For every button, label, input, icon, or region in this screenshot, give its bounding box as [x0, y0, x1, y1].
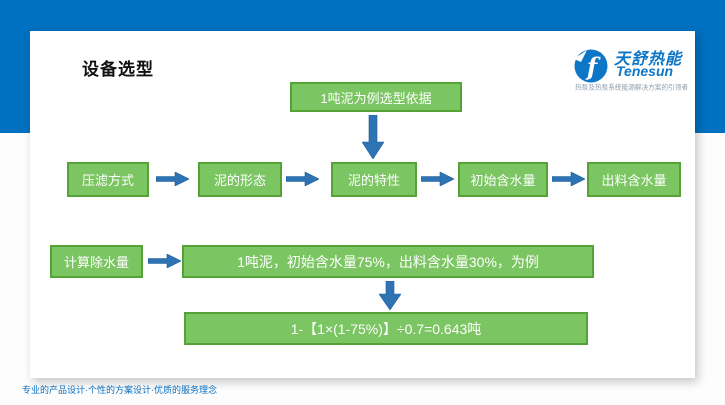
- company-logo: f 天舒热能 Tenesun 热泵及热泵系统能源解决方案的引领者: [573, 45, 697, 92]
- logo-name-en: Tenesun: [616, 63, 674, 79]
- flow-box-initial-moisture: 初始含水量: [458, 162, 548, 197]
- flow-box-calc-label: 计算除水量: [50, 245, 143, 278]
- page-title: 设备选型: [82, 60, 154, 79]
- flow-box-press-method: 压滤方式: [67, 162, 149, 197]
- flow-box-example: 1吨泥，初始含水量75%，出料含水量30%，为例: [182, 245, 594, 278]
- down-arrow-icon: [378, 280, 402, 311]
- svg-text:f: f: [585, 52, 601, 81]
- flow-box-formula: 1-【1×(1-75%)】÷0.7=0.643吨: [184, 312, 588, 345]
- slide-card: 设备选型 f 天舒热能 Tenesun 热泵及热泵系统能源解决方案的引领者 1吨…: [30, 31, 695, 378]
- logo-name-cn: 天舒热能: [614, 51, 683, 68]
- down-arrow-icon: [361, 114, 385, 160]
- flow-box-mud-form: 泥的形态: [198, 162, 282, 197]
- footer-slogan: 专业的产品设计·个性的方案设计·优质的服务理念: [22, 385, 217, 395]
- right-arrow-icon: [551, 171, 586, 187]
- flow-box-output-moisture: 出料含水量: [587, 162, 681, 197]
- flow-box-mud-character: 泥的特性: [331, 162, 417, 197]
- logo-tagline: 热泵及热泵系统能源解决方案的引领者: [575, 84, 689, 92]
- tenesun-circle-f-icon: f: [573, 48, 609, 84]
- right-arrow-icon: [147, 253, 182, 269]
- right-arrow-icon: [155, 171, 190, 187]
- flow-box-basis: 1吨泥为例选型依据: [290, 82, 462, 112]
- right-arrow-icon: [285, 171, 320, 187]
- right-arrow-icon: [420, 171, 455, 187]
